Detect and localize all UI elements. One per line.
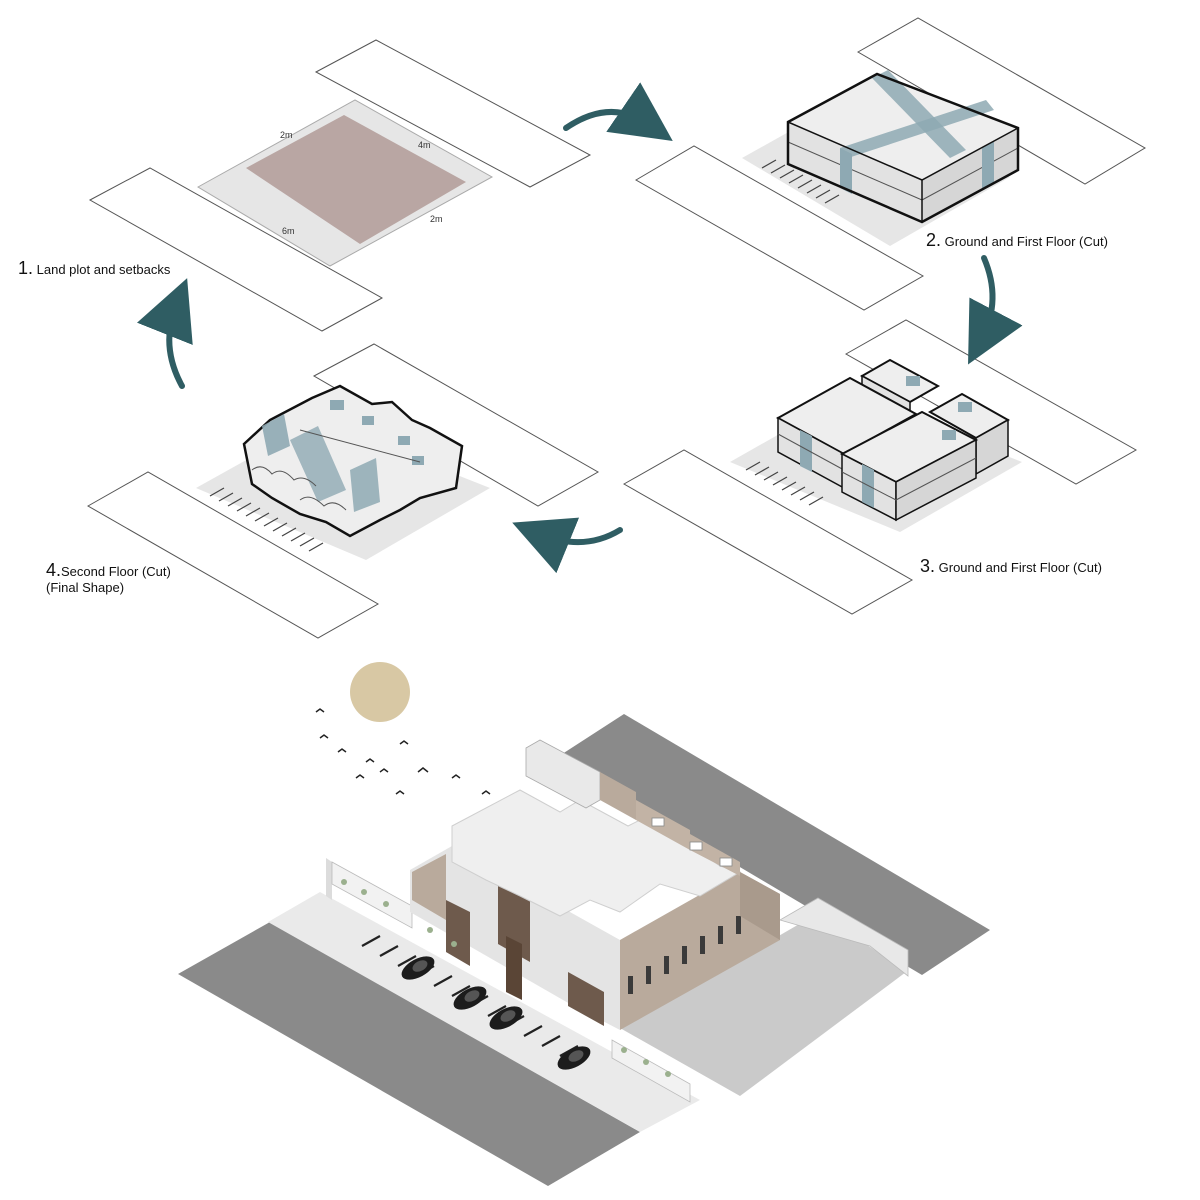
step3-group [622, 319, 1138, 615]
cycle-arrows [137, 82, 1023, 574]
building-shadow [620, 912, 906, 1096]
mass-outline [786, 72, 1020, 224]
bird-icon [481, 790, 491, 795]
stone-panel [600, 772, 636, 820]
bird-icon [319, 734, 329, 739]
bird-icon [379, 768, 389, 773]
stone-panel [740, 872, 780, 940]
parking-stripes [761, 159, 840, 204]
bird-icon [365, 758, 375, 763]
bird-icon [315, 708, 325, 713]
final-mass-top [242, 384, 464, 538]
parking-stripes [209, 487, 324, 552]
curved-arrow-icon [137, 278, 193, 389]
step-label-4: 4.Second Floor (Cut) (Final Shape) [46, 560, 171, 596]
step-label-2: 2. Ground and First Floor (Cut) [926, 230, 1108, 251]
car-icon [557, 1046, 591, 1070]
step-title: Land plot and setbacks [36, 262, 171, 277]
curved-arrow-icon [563, 82, 673, 141]
parking-stripes [745, 461, 824, 506]
road-strip [86, 471, 380, 639]
bird-flock [315, 708, 491, 795]
boundary-wall [778, 897, 909, 977]
dimension-label: 2m [430, 214, 443, 224]
bird-icon [395, 790, 405, 795]
stone-panel [412, 854, 446, 920]
cut-band [840, 148, 852, 194]
step4-group [86, 343, 600, 639]
roof-opening [719, 857, 733, 867]
road-strip [622, 449, 914, 615]
car-icon [489, 1006, 523, 1030]
step-title: Ground and First Floor (Cut) [944, 234, 1108, 249]
boundary-wall [326, 858, 332, 900]
step-label-1: 1. Land plot and setbacks [18, 258, 170, 279]
front-road [178, 922, 640, 1186]
cut-band [982, 141, 994, 190]
step-number: 4. [46, 560, 62, 580]
boundary-wall [331, 861, 413, 929]
bird-icon [337, 748, 347, 753]
planting [341, 879, 671, 1077]
road-strip [312, 343, 600, 507]
buildable-plot [246, 115, 466, 244]
curved-arrow-icon [968, 255, 1023, 365]
step-number: 3. [920, 556, 936, 576]
road-strip [88, 167, 384, 332]
roof-opening [689, 841, 703, 851]
road-strip [314, 39, 592, 188]
dimension-label: 6m [282, 226, 295, 236]
mass-left-face [788, 122, 922, 222]
step-subtitle: (Final Shape) [46, 580, 125, 595]
bird-icon [417, 767, 429, 773]
mass-top [788, 74, 1018, 180]
car-icon [401, 956, 435, 980]
road-strip [635, 145, 925, 311]
step-title: Ground and First Floor (Cut) [938, 560, 1102, 575]
back-road [556, 714, 990, 975]
wood-panel [568, 972, 604, 1026]
sun-icon [350, 662, 410, 722]
wood-panel [446, 900, 470, 966]
step-label-3: 3. Ground and First Floor (Cut) [920, 556, 1102, 577]
boundary-wall [611, 1039, 691, 1103]
step-number: 1. [18, 258, 34, 278]
bird-icon [355, 774, 365, 779]
cut-band [872, 70, 966, 158]
bird-icon [399, 740, 409, 745]
dimension-label: 4m [418, 140, 431, 150]
dimension-label: 2m [280, 130, 293, 140]
curved-arrow-icon [512, 517, 623, 574]
step-title: Second Floor (Cut) [61, 564, 171, 579]
parking-stripes [361, 935, 579, 1057]
step1-group: 2m 4m 6m 2m [88, 39, 592, 332]
final-render [178, 662, 990, 1186]
bird-icon [451, 774, 461, 779]
roof-opening [651, 817, 665, 827]
step-number: 2. [926, 230, 942, 250]
car-icon [453, 986, 487, 1010]
step2-group [635, 17, 1146, 311]
parking-area [268, 892, 700, 1132]
cut-band [840, 100, 994, 158]
entrance-arch [506, 936, 522, 1000]
